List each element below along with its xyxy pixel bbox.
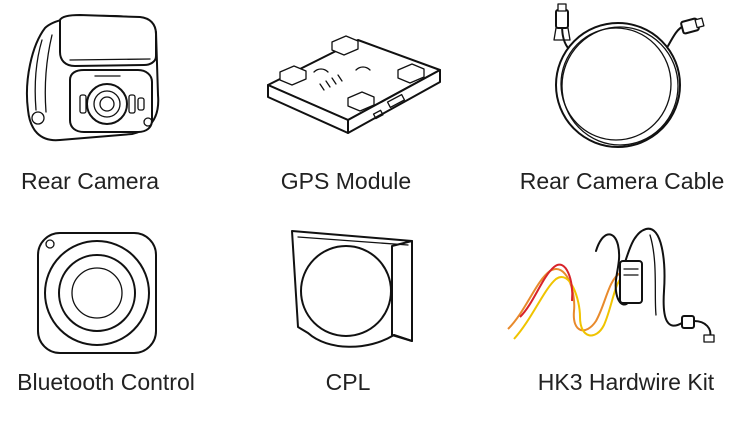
rear-camera-cable-icon: [553, 3, 705, 148]
product-label: Rear Camera: [20, 168, 160, 194]
product-label: GPS Module: [280, 168, 412, 194]
bluetooth-control-icon: [37, 232, 157, 354]
product-label: CPL: [325, 369, 371, 395]
product-rear-camera: Rear Camera: [0, 0, 248, 211]
product-gps-module: GPS Module: [248, 0, 496, 211]
rear-camera-icon: [25, 14, 160, 142]
product-label: Bluetooth Control: [17, 369, 195, 395]
gps-module-icon: [267, 35, 441, 134]
product-hk3-hardwire-kit: HK3 Hardwire Kit: [496, 211, 744, 422]
product-label: Rear Camera Cable: [519, 168, 725, 194]
cpl-filter-icon: [291, 230, 413, 348]
product-rear-camera-cable: Rear Camera Cable: [496, 0, 744, 211]
product-cpl: CPL: [248, 211, 496, 422]
product-label: HK3 Hardwire Kit: [537, 369, 715, 395]
hardwire-kit-icon: [507, 227, 715, 343]
product-bluetooth-control: Bluetooth Control: [0, 211, 248, 422]
